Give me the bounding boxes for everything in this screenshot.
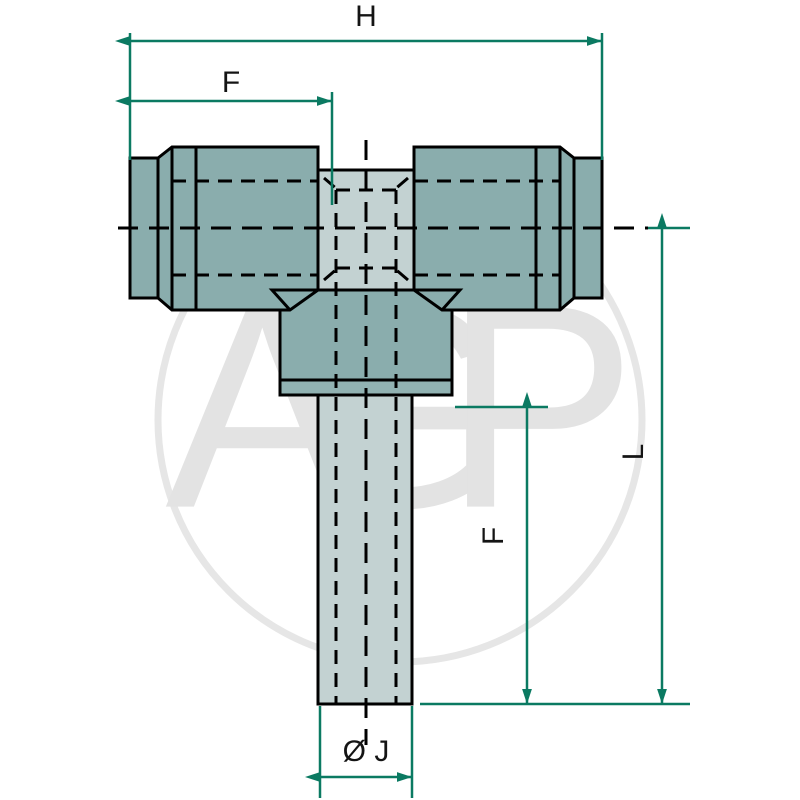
part-geometry [118,140,648,745]
dimension-oj: Ø J [305,735,412,782]
dimension-f-vertical: F [477,392,532,704]
hidden-lines [172,176,560,704]
dimension-f-vertical-label: F [477,527,510,545]
hidden-hub-chamfer-br [393,266,409,282]
extension-lines [128,33,690,798]
hidden-hub-chamfer-tr [393,176,409,192]
dimension-h: H [115,0,602,46]
centerlines [118,140,648,745]
dimension-f-horizontal-label: F [222,66,240,99]
dimension-l-label: L [617,444,650,461]
dimension-f-horizontal: F [115,66,332,106]
dimension-h-label: H [355,0,377,33]
dimension-annotations: H F L F Ø J [115,0,690,798]
dimension-oj-label: Ø J [343,735,390,768]
dimension-l: L [617,213,667,704]
hidden-hub-chamfer-bl [323,266,339,282]
